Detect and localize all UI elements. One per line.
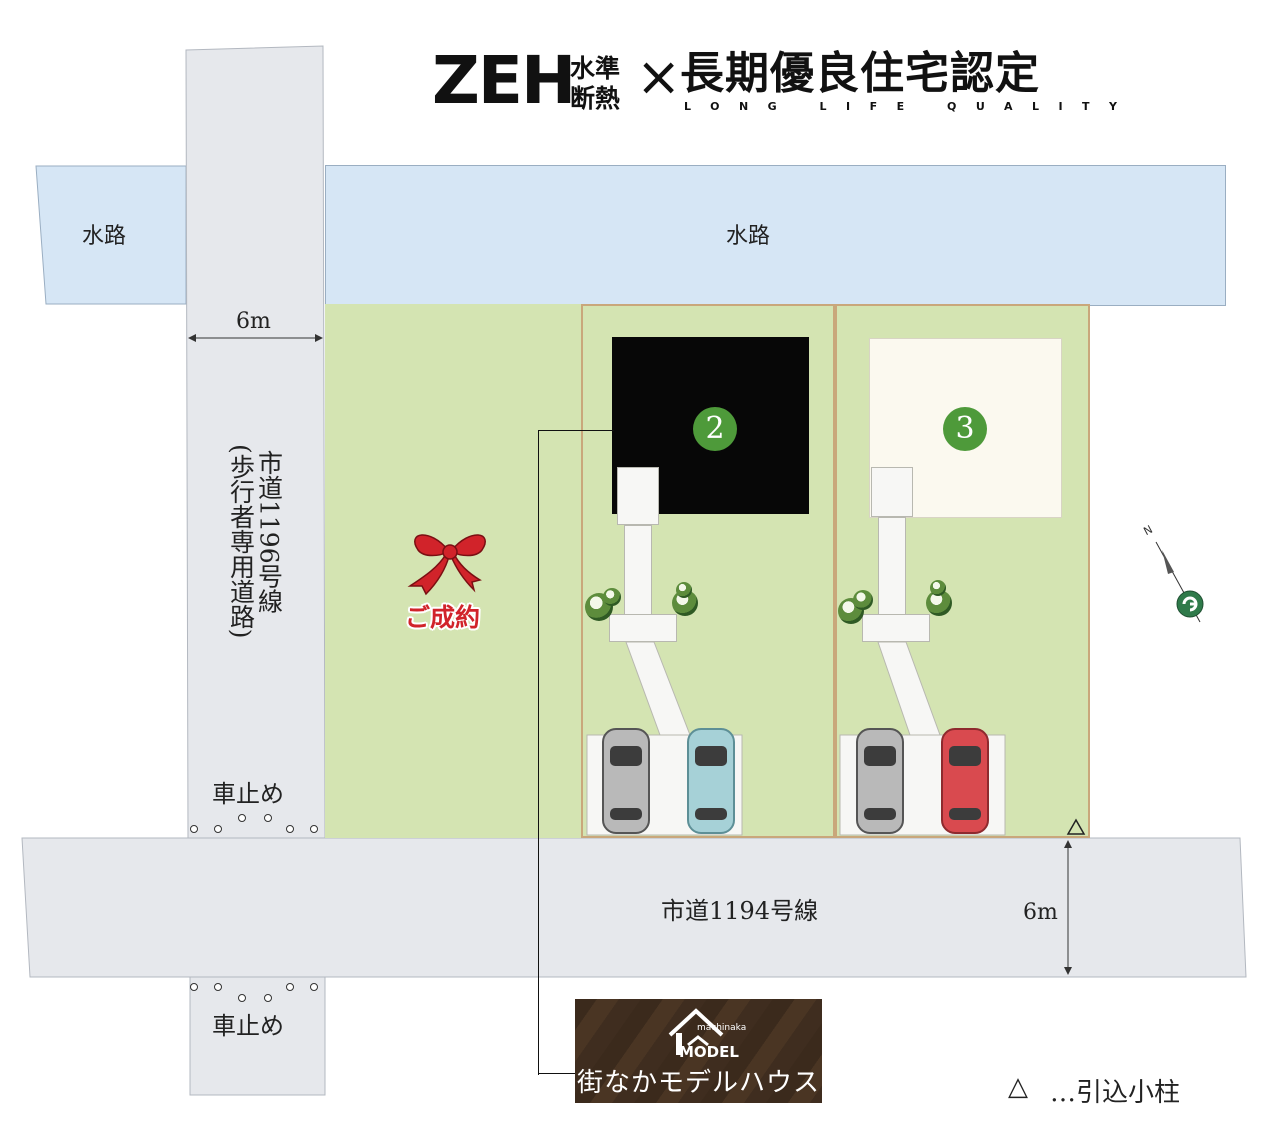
model-script: machinaka [697, 1023, 747, 1033]
car-icon [602, 728, 650, 834]
bollard-icon [286, 825, 294, 833]
house-3-entrance [871, 467, 913, 517]
tree-icon [930, 580, 946, 596]
zeh-line1: 水準 [570, 54, 621, 83]
tree-icon [853, 590, 873, 610]
tree-icon [603, 588, 621, 606]
lot-2-badge: 2 [693, 407, 737, 451]
main-road-width: 6m [1023, 900, 1058, 925]
house-2-entrance [617, 467, 659, 525]
pedestrian-road-note: (歩行者専用道路) [226, 444, 256, 639]
bollard-icon [286, 983, 294, 991]
main-road-name: 市道1194号線 [661, 897, 819, 925]
bollard-icon [214, 825, 222, 833]
bollard-icon [238, 994, 246, 1002]
cross-symbol: × [636, 45, 682, 108]
legend-text: …引込小柱 [1050, 1078, 1181, 1108]
certification-title: 長期優良住宅認定 [680, 48, 1040, 99]
bollard-icon [264, 814, 272, 822]
car-icon [687, 728, 735, 834]
bollard-icon [310, 983, 318, 991]
bollard-icon [214, 983, 222, 991]
legend-symbol: △ [1008, 1072, 1028, 1102]
house-3-porch [862, 614, 930, 642]
car-stop-bottom-label: 車止め [212, 1012, 284, 1040]
car-icon [941, 728, 989, 834]
model-title: 街なかモデルハウス [576, 1068, 820, 1098]
waterway-main [325, 165, 1226, 306]
bollard-icon [190, 983, 198, 991]
certification-english: LONG LIFE QUALITY [684, 100, 1137, 113]
bollard-icon [264, 994, 272, 1002]
house-2-walkway [624, 525, 652, 615]
zeh-logo: ZEH [432, 42, 576, 119]
lot-3-badge: 3 [943, 407, 987, 451]
model-sub: MODEL [679, 1043, 739, 1061]
model-house-banner: machinaka MODEL 街なかモデルハウス [575, 999, 822, 1103]
compass-icon [1155, 541, 1204, 623]
model-leader-foot [538, 1073, 576, 1074]
bollard-icon [310, 825, 318, 833]
bollard-icon [190, 825, 198, 833]
pedestrian-road-width: 6m [236, 309, 271, 334]
zeh-insulation-label: 水準 断熱 [570, 54, 630, 114]
model-house-logo-icon [668, 1008, 724, 1055]
car-stop-top-label: 車止め [212, 780, 284, 808]
car-icon [856, 728, 904, 834]
pedestrian-road-name: 市道1196号線 [254, 450, 284, 614]
ribbon-icon [407, 534, 486, 596]
model-leader-line [538, 430, 614, 1075]
waterway-left-label: 水路 [82, 224, 127, 249]
sold-label: ご成約 [405, 603, 481, 632]
bollard-icon [238, 814, 246, 822]
zeh-line2: 断熱 [570, 84, 621, 113]
service-pole-marker [1066, 818, 1086, 835]
waterway-main-label: 水路 [726, 224, 771, 249]
tree-icon [676, 582, 692, 598]
